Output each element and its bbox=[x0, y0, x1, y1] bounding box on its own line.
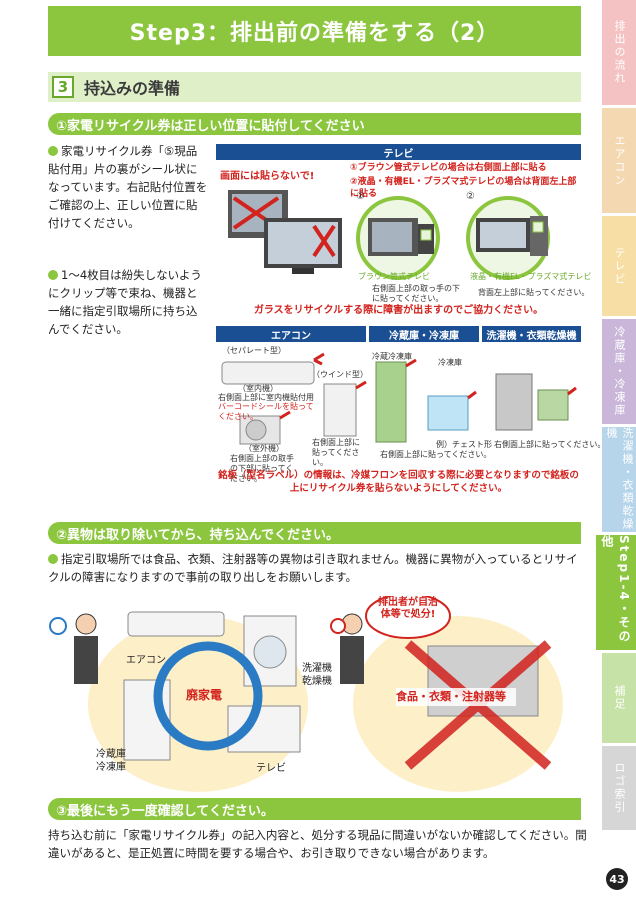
outdoor-unit-note: 右側面上部の取手の下部に貼ってください。 bbox=[230, 454, 294, 483]
ng-icon bbox=[330, 618, 346, 634]
label-washer: 洗濯機 乾燥機 bbox=[302, 663, 332, 687]
lcd-tv-label: 液晶・有機EL・プラズマ式テレビ bbox=[470, 272, 592, 281]
side-tab-washer[interactable]: 洗濯機・衣類乾燥機 bbox=[602, 427, 636, 532]
lcd-tv-note: 背面左上部に貼ってください。 bbox=[478, 288, 590, 297]
tv-rule-lcd: ②液晶・有機EL・プラズマ式テレビの場合は背面左上部に貼る bbox=[350, 177, 577, 199]
label-aircon: エアコン bbox=[126, 655, 166, 666]
subheading-recycle-ticket: ①家電リサイクル券は正しい位置に貼付してください bbox=[48, 113, 581, 135]
lcd-tv-icon-screen bbox=[480, 222, 526, 248]
indoor-unit-note: 右側面上部に室内機貼付用 bbox=[218, 393, 314, 402]
label-position-icon bbox=[532, 221, 544, 233]
foreign-items-label: 食品・衣類・注射器等 bbox=[396, 688, 516, 706]
subheading-foreign-objects: ②異物は取り除いてから、持ち込んでください。 bbox=[48, 522, 581, 544]
side-tab-flow[interactable]: 排出の流れ bbox=[602, 0, 636, 105]
page-number: 43 bbox=[606, 868, 628, 890]
indoor-unit-label: （室内機） bbox=[238, 384, 278, 393]
lcd-tv-stand bbox=[292, 268, 314, 274]
dryer-icon bbox=[537, 389, 569, 421]
no-screen-warning: 画面には貼らないで! bbox=[220, 171, 315, 182]
cross-icon bbox=[312, 224, 336, 258]
fridge-icon bbox=[375, 361, 407, 443]
section-title: 持込みの準備 bbox=[84, 79, 181, 98]
crt-tv-note: 右側面上部の取っ手の下に貼ってください。 bbox=[372, 284, 460, 303]
freezer-label: 冷凍庫 bbox=[438, 358, 462, 367]
label-haikaden: 廃家電 bbox=[186, 688, 223, 702]
paragraph-ticket-bundle: 1～4枚目は紛失しないようにクリップ等で束ね、機器と一緒に指定引取場所に持ち込ん… bbox=[48, 266, 208, 338]
label-position-icon bbox=[420, 229, 432, 241]
paragraph-ticket-paste: 家電リサイクル券「⑤現品貼付用」片の裏がシール状になっています。右記貼付位置をご… bbox=[48, 142, 208, 232]
arrow-icon bbox=[279, 410, 291, 420]
ok-icon bbox=[49, 617, 67, 635]
bullet-icon bbox=[48, 554, 58, 564]
crt-tv-icon-screen bbox=[372, 222, 412, 252]
accept-ring-icon bbox=[153, 641, 263, 751]
subheading-final-check: ③最後にもう一度確認してください。 bbox=[48, 798, 581, 820]
side-tab-fridge[interactable]: 冷蔵庫・冷凍庫 bbox=[602, 319, 636, 424]
fridge-panel-heading: 冷蔵庫・冷凍庫 bbox=[369, 326, 479, 342]
chest-freezer-label: 例）チェスト形 bbox=[436, 440, 492, 449]
tv-rule-crt: ①ブラウン管式テレビの場合は右側面上部に貼る bbox=[350, 163, 547, 173]
side-tab-logo-index[interactable]: ロゴ索引 bbox=[602, 746, 636, 830]
tv-illustration bbox=[228, 190, 550, 280]
washer-panel-heading: 洗濯機・衣類乾燥機 bbox=[482, 326, 581, 342]
arrow-icon bbox=[313, 352, 325, 366]
side-index-tabs: 排出の流れ エアコン テレビ 冷蔵庫・冷凍庫 洗濯機・衣類乾燥機 Step1-4… bbox=[596, 0, 636, 830]
paragraph-foreign-objects: 指定引取場所では食品、衣類、注射器等の異物は引き取れません。機器に異物が入ってい… bbox=[48, 550, 581, 586]
disposal-bubble-text: 排出者が自治体等で処分! bbox=[378, 597, 438, 620]
tv-panel-heading: テレビ bbox=[216, 144, 581, 160]
arrow-icon bbox=[567, 386, 577, 396]
washer-door-icon bbox=[253, 635, 287, 669]
side-tab-supplement[interactable]: 補足 bbox=[602, 653, 636, 743]
appliance-illustration bbox=[221, 352, 577, 445]
marker-one: ① bbox=[356, 191, 365, 202]
bullet-icon bbox=[48, 270, 58, 280]
fridge-label: 冷蔵冷凍庫 bbox=[372, 352, 412, 361]
crt-tv-label: ブラウン管式テレビ bbox=[358, 272, 430, 281]
chest-freezer-icon bbox=[427, 395, 469, 431]
aircon-panel-heading: エアコン bbox=[216, 326, 366, 342]
washer-note: 右側面上部に貼ってください。 bbox=[494, 440, 606, 449]
separate-type-label: （セパレート型） bbox=[222, 346, 286, 355]
paragraph-ticket-paste-text: 家電リサイクル券「⑤現品貼付用」片の裏がシール状になっています。右記貼付位置をご… bbox=[48, 144, 208, 230]
arrow-icon bbox=[467, 390, 477, 400]
outdoor-fan-icon bbox=[245, 419, 267, 441]
side-tab-tv[interactable]: テレビ bbox=[602, 216, 636, 316]
glass-warning: ガラスをリサイクルする際に障害が出ますのでご協力ください。 bbox=[253, 305, 544, 316]
tv-icon bbox=[227, 705, 301, 753]
label-tv: テレビ bbox=[256, 763, 286, 774]
window-aircon-icon bbox=[323, 383, 357, 437]
aircon-icon bbox=[127, 611, 225, 637]
paragraph-ticket-bundle-text: 1～4枚目は紛失しないようにクリップ等で束ね、機器と一緒に指定引取場所に持ち込ん… bbox=[48, 268, 202, 336]
arrow-icon bbox=[405, 358, 417, 368]
person-body bbox=[340, 636, 364, 684]
rating-plate-warning: 銘板（型名ラベル）の情報は、冷媒フロンを回収する際に必要となりますので銘板の上に… bbox=[218, 470, 579, 494]
section-header: 3 持込みの準備 bbox=[48, 72, 581, 102]
paragraph-final-check: 持ち込む前に「家電リサイクル券」の記入内容と、処分する現品に間違いがないか確認し… bbox=[48, 828, 587, 860]
window-type-label: （ウインド型） bbox=[312, 370, 368, 379]
person-body bbox=[74, 636, 98, 684]
label-fridge: 冷蔵庫 冷凍庫 bbox=[96, 749, 126, 773]
window-type-note: 右側面上部に貼ってください。 bbox=[312, 438, 360, 467]
speech-bubble bbox=[365, 596, 451, 639]
section-number: 3 bbox=[52, 76, 74, 98]
indoor-barcode-note: バーコードシールを貼ってください。 bbox=[218, 402, 314, 421]
person-head bbox=[75, 613, 97, 635]
side-tab-step-other[interactable]: Step1-4・その他 bbox=[596, 535, 636, 650]
outdoor-unit-label: （室外機） bbox=[244, 444, 284, 453]
indoor-unit-icon bbox=[221, 361, 315, 385]
side-tab-aircon[interactable]: エアコン bbox=[602, 108, 636, 213]
page-title: Step3：排出前の準備をする（2） bbox=[48, 6, 581, 56]
fridge-note: 右側面上部に貼ってください。 bbox=[380, 450, 492, 459]
washer-icon bbox=[495, 373, 533, 431]
arrow-icon bbox=[355, 380, 367, 390]
paragraph-foreign-objects-text: 指定引取場所では食品、衣類、注射器等の異物は引き取れません。機器に異物が入ってい… bbox=[48, 552, 578, 584]
bullet-icon bbox=[48, 146, 58, 156]
marker-two: ② bbox=[466, 191, 475, 202]
